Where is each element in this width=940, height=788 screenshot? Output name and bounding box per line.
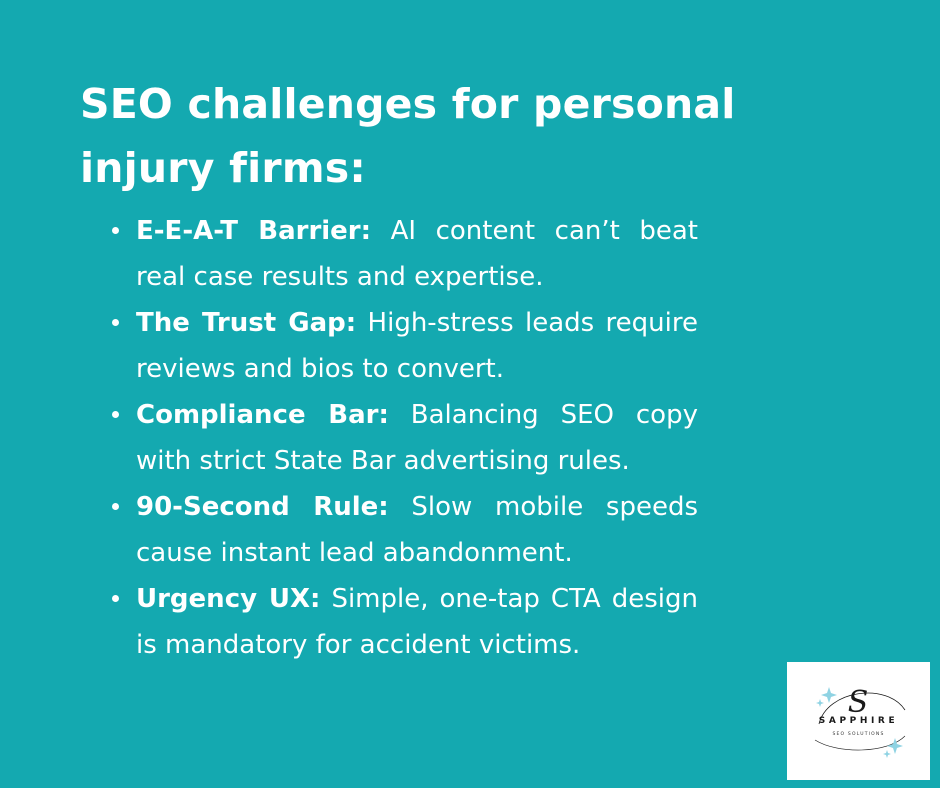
logo-name: SAPPHIRE bbox=[818, 716, 899, 726]
sparkle-icon bbox=[887, 738, 903, 754]
logo-graphic: S bbox=[814, 685, 906, 758]
logo-tagline: SEO SOLUTIONS bbox=[832, 732, 885, 737]
item-text: High-stress leads require reviews and bi… bbox=[136, 308, 698, 384]
logo-arc bbox=[818, 692, 906, 725]
sparkle-icon bbox=[821, 687, 837, 703]
bullet-icon bbox=[112, 595, 119, 602]
item-term: 90-Second Rule: bbox=[136, 492, 389, 522]
item-term: Compliance Bar: bbox=[136, 400, 389, 430]
bullet-icon bbox=[112, 411, 119, 418]
list-item: Compliance Bar: Balancing SEO copy with … bbox=[108, 392, 698, 484]
item-term: Urgency UX: bbox=[136, 584, 321, 614]
item-text: Slow mobile speeds cause instant lead ab… bbox=[136, 492, 698, 568]
sparkle-icon bbox=[883, 750, 891, 758]
item-term: The Trust Gap: bbox=[136, 308, 357, 338]
list-item: Urgency UX: Simple, one-tap CTA design i… bbox=[108, 576, 698, 668]
sapphire-logo: S SAPPHIRE SEO SOLUTIONS bbox=[787, 662, 930, 780]
bullet-icon bbox=[112, 503, 119, 510]
item-text: Balancing SEO copy with strict State Bar… bbox=[136, 400, 698, 476]
bullet-icon bbox=[112, 319, 119, 326]
bullet-icon bbox=[112, 227, 119, 234]
item-term: E-E-A-T Barrier: bbox=[136, 216, 372, 246]
page-title: SEO challenges for personal injury firms… bbox=[80, 80, 736, 192]
list-item: 90-Second Rule: Slow mobile speeds cause… bbox=[108, 484, 698, 576]
list-item: The Trust Gap: High-stress leads require… bbox=[108, 300, 698, 392]
logo-letter: S bbox=[848, 685, 869, 720]
logo-arc-lower bbox=[814, 735, 906, 751]
item-text: AI content can’t beat real case results … bbox=[136, 216, 698, 292]
item-text: Simple, one-tap CTA design is mandatory … bbox=[136, 584, 698, 660]
challenge-list: E-E-A-T Barrier: AI content can’t beat r… bbox=[108, 208, 698, 668]
list-item: E-E-A-T Barrier: AI content can’t beat r… bbox=[108, 208, 698, 300]
sparkle-icon bbox=[816, 699, 824, 707]
